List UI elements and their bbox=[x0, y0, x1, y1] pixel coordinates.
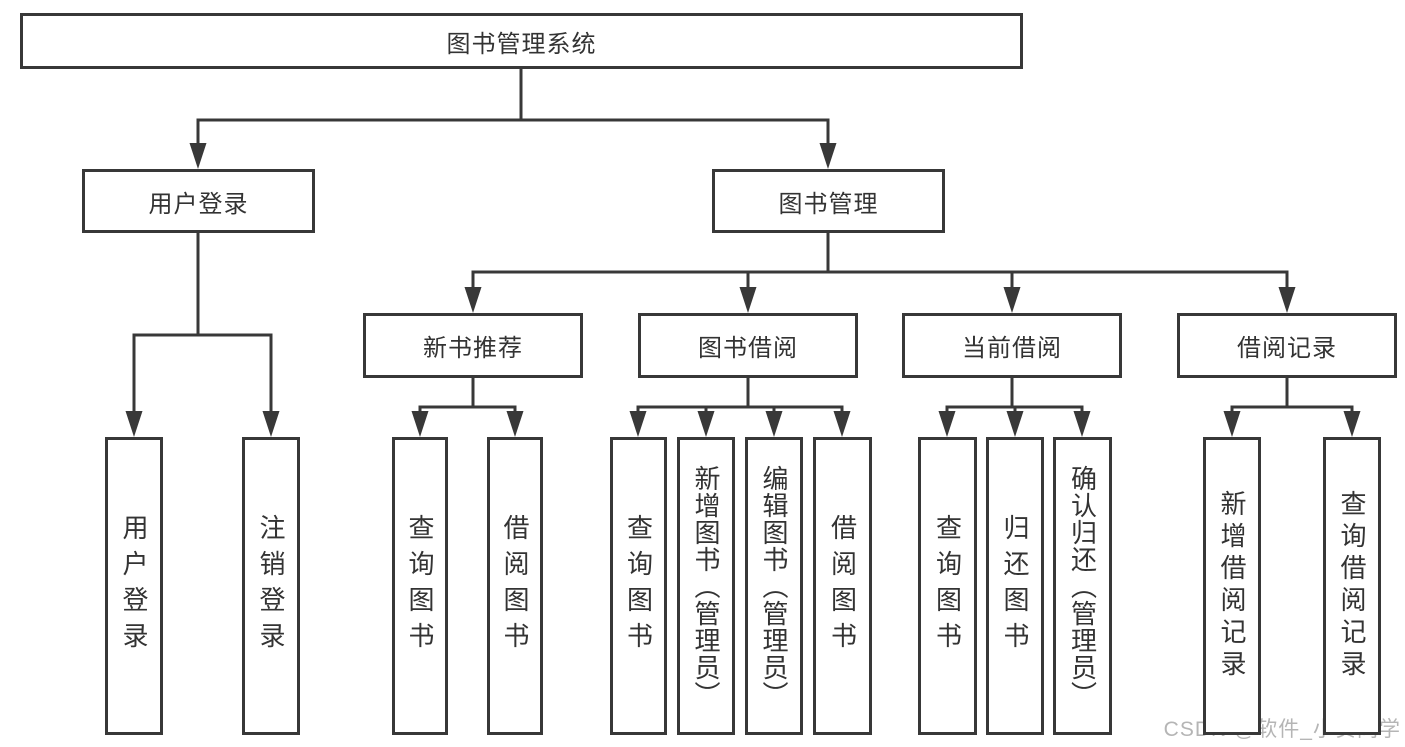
connector-0 bbox=[189, 69, 837, 169]
node-label-v-return-book: 归还图书 bbox=[1000, 514, 1030, 658]
node-v-query-book-3: 查询图书 bbox=[918, 437, 977, 735]
node-v-add-record: 新增借阅记录 bbox=[1203, 437, 1261, 735]
arrowhead-down-icon bbox=[938, 411, 956, 437]
connector-1 bbox=[125, 233, 280, 437]
arrowhead-down-icon bbox=[629, 411, 647, 437]
connector-6 bbox=[1223, 378, 1361, 437]
node-v-add-book: 新增图书（管理员） bbox=[677, 437, 735, 735]
node-v-logout: 注销登录 bbox=[242, 437, 300, 735]
node-v-confirm-return: 确认归还（管理员） bbox=[1053, 437, 1112, 735]
node-label-book-mgmt: 图书管理 bbox=[778, 190, 879, 218]
node-v-user-login: 用户登录 bbox=[105, 437, 163, 735]
node-label-v-edit-book: 编辑图书（管理员） bbox=[759, 464, 789, 708]
node-current-borrow: 当前借阅 bbox=[902, 313, 1122, 378]
arrowhead-down-icon bbox=[739, 287, 757, 313]
node-label-v-add-book: 新增图书（管理员） bbox=[691, 464, 721, 708]
node-label-user-login: 用户登录 bbox=[148, 190, 249, 218]
node-label-v-add-record: 新增借阅记录 bbox=[1217, 490, 1247, 682]
arrowhead-down-icon bbox=[1006, 411, 1024, 437]
node-label-new-book-recommend: 新书推荐 bbox=[423, 335, 523, 362]
connector-3 bbox=[411, 378, 524, 437]
node-label-v-user-login: 用户登录 bbox=[119, 514, 149, 658]
node-label-v-query-book-1: 查询图书 bbox=[405, 514, 435, 658]
arrowhead-down-icon bbox=[1073, 411, 1091, 437]
node-v-edit-book: 编辑图书（管理员） bbox=[745, 437, 803, 735]
node-v-borrow-book-1: 借阅图书 bbox=[487, 437, 543, 735]
arrowhead-down-icon bbox=[1223, 411, 1241, 437]
arrowhead-down-icon bbox=[1003, 287, 1021, 313]
arrowhead-down-icon bbox=[411, 411, 429, 437]
node-label-v-logout: 注销登录 bbox=[256, 514, 286, 658]
node-book-borrow: 图书借阅 bbox=[638, 313, 858, 378]
node-label-v-query-book-3: 查询图书 bbox=[932, 514, 963, 658]
node-root: 图书管理系统 bbox=[20, 13, 1023, 69]
connector-4 bbox=[629, 378, 851, 437]
arrowhead-down-icon bbox=[262, 411, 280, 437]
arrowhead-down-icon bbox=[697, 411, 715, 437]
node-new-book-recommend: 新书推荐 bbox=[363, 313, 583, 378]
node-label-book-borrow: 图书借阅 bbox=[698, 335, 798, 362]
connector-5 bbox=[938, 378, 1091, 437]
node-book-mgmt: 图书管理 bbox=[712, 169, 945, 233]
node-label-root: 图书管理系统 bbox=[446, 30, 597, 58]
arrowhead-down-icon bbox=[1278, 287, 1296, 313]
node-label-v-query-record: 查询借阅记录 bbox=[1337, 490, 1367, 682]
node-v-borrow-book-2: 借阅图书 bbox=[813, 437, 872, 735]
node-label-v-query-book-2: 查询图书 bbox=[623, 514, 654, 658]
arrowhead-down-icon bbox=[464, 287, 482, 313]
connector-2 bbox=[464, 233, 1296, 313]
arrowhead-down-icon bbox=[819, 143, 837, 169]
arrowhead-down-icon bbox=[1343, 411, 1361, 437]
node-label-v-borrow-book-1: 借阅图书 bbox=[500, 514, 530, 658]
arrowhead-down-icon bbox=[506, 411, 524, 437]
arrowhead-down-icon bbox=[125, 411, 143, 437]
arrowhead-down-icon bbox=[765, 411, 783, 437]
node-user-login: 用户登录 bbox=[82, 169, 315, 233]
node-label-borrow-records: 借阅记录 bbox=[1237, 335, 1337, 362]
node-label-current-borrow: 当前借阅 bbox=[962, 335, 1062, 362]
arrowhead-down-icon bbox=[833, 411, 851, 437]
node-v-query-book-2: 查询图书 bbox=[610, 437, 667, 735]
arrowhead-down-icon bbox=[189, 143, 207, 169]
node-v-query-record: 查询借阅记录 bbox=[1323, 437, 1381, 735]
node-label-v-confirm-return: 确认归还（管理员） bbox=[1067, 464, 1098, 708]
node-v-query-book-1: 查询图书 bbox=[392, 437, 448, 735]
node-label-v-borrow-book-2: 借阅图书 bbox=[827, 514, 858, 658]
node-v-return-book: 归还图书 bbox=[986, 437, 1044, 735]
node-borrow-records: 借阅记录 bbox=[1177, 313, 1397, 378]
